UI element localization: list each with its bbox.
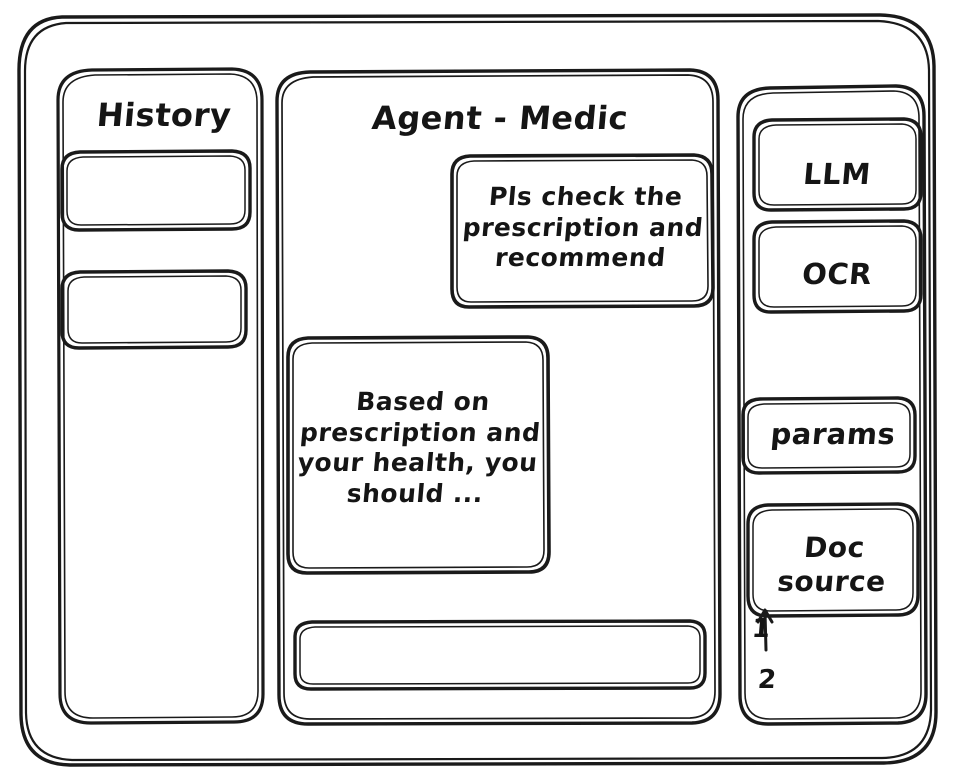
history-item-1[interactable]: [60, 150, 252, 232]
user-message-bubble: [452, 155, 714, 308]
composer-input[interactable]: [295, 621, 706, 690]
history-panel-title: History: [95, 96, 233, 135]
tool-llm-button[interactable]: [754, 119, 922, 211]
tool-doc-source-button[interactable]: [748, 504, 919, 617]
tool-params-button[interactable]: [743, 398, 916, 474]
doc-source-item-2[interactable]: [752, 660, 812, 704]
page-title: Agent - Medic: [370, 99, 630, 138]
doc-source-item-1[interactable]: [750, 612, 810, 654]
agent-message-bubble: [288, 337, 550, 574]
history-item-2[interactable]: [60, 270, 248, 350]
tool-ocr-button[interactable]: [754, 221, 922, 313]
